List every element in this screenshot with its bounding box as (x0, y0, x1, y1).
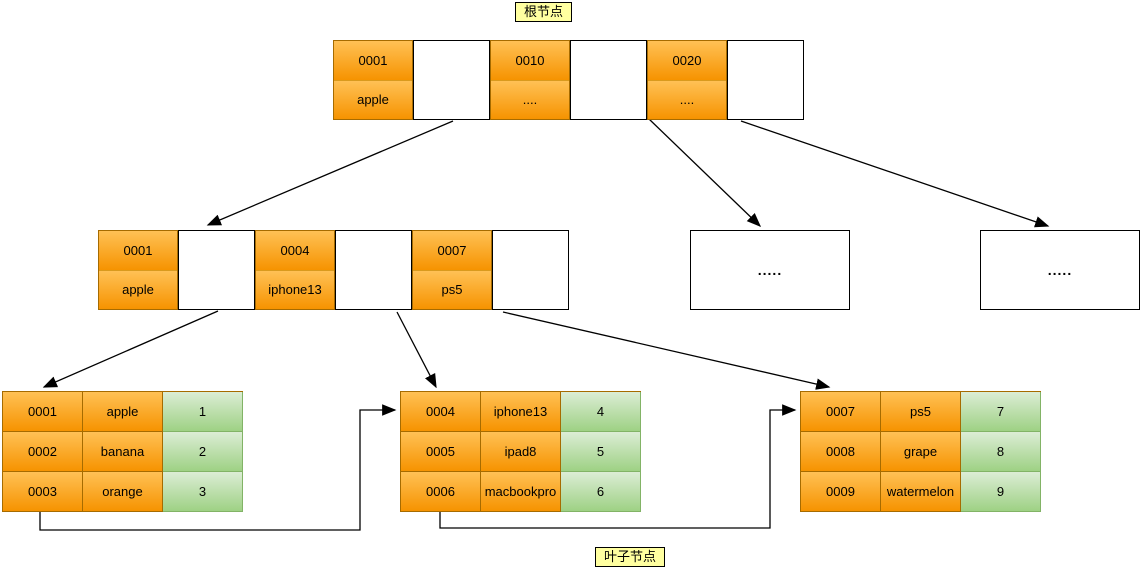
pointer-cell (178, 230, 255, 310)
collapsed-node-1: ..... (690, 230, 850, 310)
root-entry-3: 0020 .... (647, 40, 727, 120)
root-entry-1: 0001 apple (333, 40, 413, 120)
leaf-cell-value: 7 (961, 392, 1041, 432)
pointer-cell (492, 230, 569, 310)
leaf-node-label: 叶子节点 (595, 547, 666, 567)
leaf-cell-name: banana (83, 432, 163, 472)
leaf-cell-value: 3 (163, 472, 243, 512)
pointer-cell (413, 40, 490, 120)
key-cell: 0010 (491, 41, 569, 81)
leaf-cell-value: 1 (163, 392, 243, 432)
leaf-cell-name: iphone13 (481, 392, 561, 432)
leaf-cell-name: ps5 (881, 392, 961, 432)
leaf-cell-value: 2 (163, 432, 243, 472)
key-cell: 0007 (413, 231, 491, 271)
leaf-cell-value: 4 (561, 392, 641, 432)
collapsed-node-2: ..... (980, 230, 1140, 310)
pointer-cell (727, 40, 804, 120)
leaf-node-3: 0007 ps5 7 0008 grape 8 0009 watermelon … (800, 391, 1041, 512)
value-cell: ps5 (413, 270, 491, 309)
internal-node: 0001 apple 0004 iphone13 0007 ps5 (98, 230, 569, 310)
leaf-cell-key: 0008 (801, 432, 881, 472)
value-cell: .... (648, 80, 726, 119)
leaf-cell-key: 0004 (401, 392, 481, 432)
leaf-cell-key: 0002 (3, 432, 83, 472)
leaf-cell-key: 0007 (801, 392, 881, 432)
arrow-root-to-internal (206, 120, 454, 226)
leaf-cell-key: 0005 (401, 432, 481, 472)
leaf-cell-name: grape (881, 432, 961, 472)
value-cell: apple (334, 80, 412, 119)
root-entry-2: 0010 .... (490, 40, 570, 120)
leaf-cell-name: ipad8 (481, 432, 561, 472)
leaf-cell-value: 9 (961, 472, 1041, 512)
leaf-cell-name: orange (83, 472, 163, 512)
pointer-cell (570, 40, 647, 120)
value-cell: .... (491, 80, 569, 119)
pointer-cell (335, 230, 412, 310)
value-cell: iphone13 (256, 270, 334, 309)
key-cell: 0001 (99, 231, 177, 271)
leaf-cell-name: watermelon (881, 472, 961, 512)
leaf-cell-value: 8 (961, 432, 1041, 472)
arrow-internal-to-leaf-3 (502, 311, 831, 390)
key-cell: 0020 (648, 41, 726, 81)
internal-entry-2: 0004 iphone13 (255, 230, 335, 310)
leaf-cell-key: 0009 (801, 472, 881, 512)
arrow-root-to-collapsed-2 (740, 120, 1050, 228)
leaf-cell-value: 6 (561, 472, 641, 512)
leaf-cell-key: 0001 (3, 392, 83, 432)
value-cell: apple (99, 270, 177, 309)
root-node: 0001 apple 0010 .... 0020 .... (333, 40, 804, 120)
leaf-cell-name: macbookpro (481, 472, 561, 512)
internal-entry-1: 0001 apple (98, 230, 178, 310)
leaf-node-2: 0004 iphone13 4 0005 ipad8 5 0006 macboo… (400, 391, 641, 512)
internal-entry-3: 0007 ps5 (412, 230, 492, 310)
leaf-cell-key: 0006 (401, 472, 481, 512)
arrow-internal-to-leaf-1 (42, 310, 219, 388)
leaf-cell-key: 0003 (3, 472, 83, 512)
key-cell: 0004 (256, 231, 334, 271)
key-cell: 0001 (334, 41, 412, 81)
root-node-label: 根节点 (515, 2, 573, 22)
leaf-cell-value: 5 (561, 432, 641, 472)
arrow-internal-to-leaf-2 (396, 311, 437, 389)
arrow-root-to-collapsed-1 (648, 118, 762, 227)
leaf-cell-name: apple (83, 392, 163, 432)
leaf-node-1: 0001 apple 1 0002 banana 2 0003 orange 3 (2, 391, 243, 512)
